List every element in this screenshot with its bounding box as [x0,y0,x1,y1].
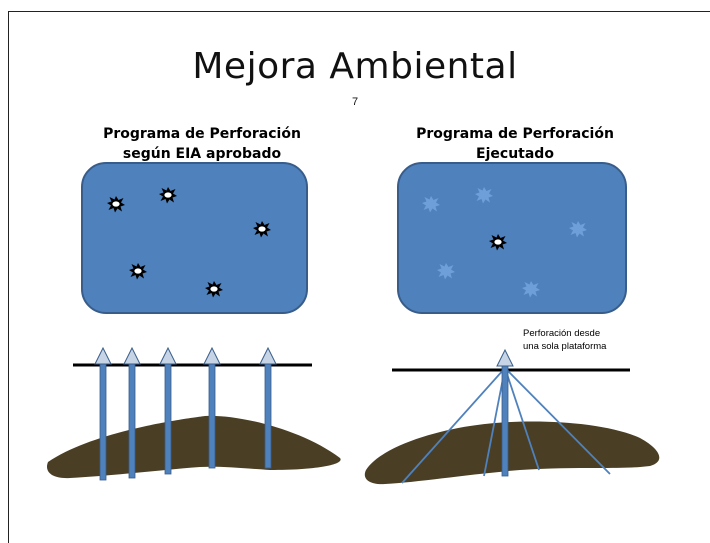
well-arrow-head [123,346,141,365]
directional-well-line [483,367,506,477]
right-ground [364,421,660,485]
platform-annotation-line2: una sola plataforma [523,341,607,352]
directional-well-line [504,367,611,475]
platform-annotation-line1: Perforación desde [523,328,601,339]
left-area-box [81,162,308,314]
well-arrow-shaft [264,361,272,469]
left-heading: Programa de Perforación según EIA aproba… [72,124,332,164]
well-arrow-head [203,346,221,365]
left-ground [46,415,341,479]
platform-arrow-head [496,348,514,367]
directional-wells [401,367,611,484]
right-heading: Programa de Perforación Ejecutado [384,124,646,164]
platform-annotation: Perforación desde una sola plataforma [523,327,643,353]
left-heading-line2: según EIA aprobado [122,146,282,162]
well-arrow-head [259,346,277,365]
well-arrow-head [94,346,112,365]
well-arrow-shaft [128,361,136,479]
directional-well-line [504,367,540,471]
right-heading-line1: Programa de Perforación [416,126,614,142]
right-heading-line2: Ejecutado [476,146,554,162]
directional-well-line [401,367,506,484]
well-arrow-shaft [208,361,216,469]
left-heading-line1: Programa de Perforación [103,126,301,142]
slide-title: Mejora Ambiental [192,46,518,87]
well-arrow-shaft [164,361,172,475]
right-area-box [397,162,627,314]
page-number: 7 [351,96,359,108]
well-arrow-head [159,346,177,365]
platform-arrow-shaft [501,363,509,477]
left-wells [94,346,277,481]
well-arrow-shaft [99,361,107,481]
